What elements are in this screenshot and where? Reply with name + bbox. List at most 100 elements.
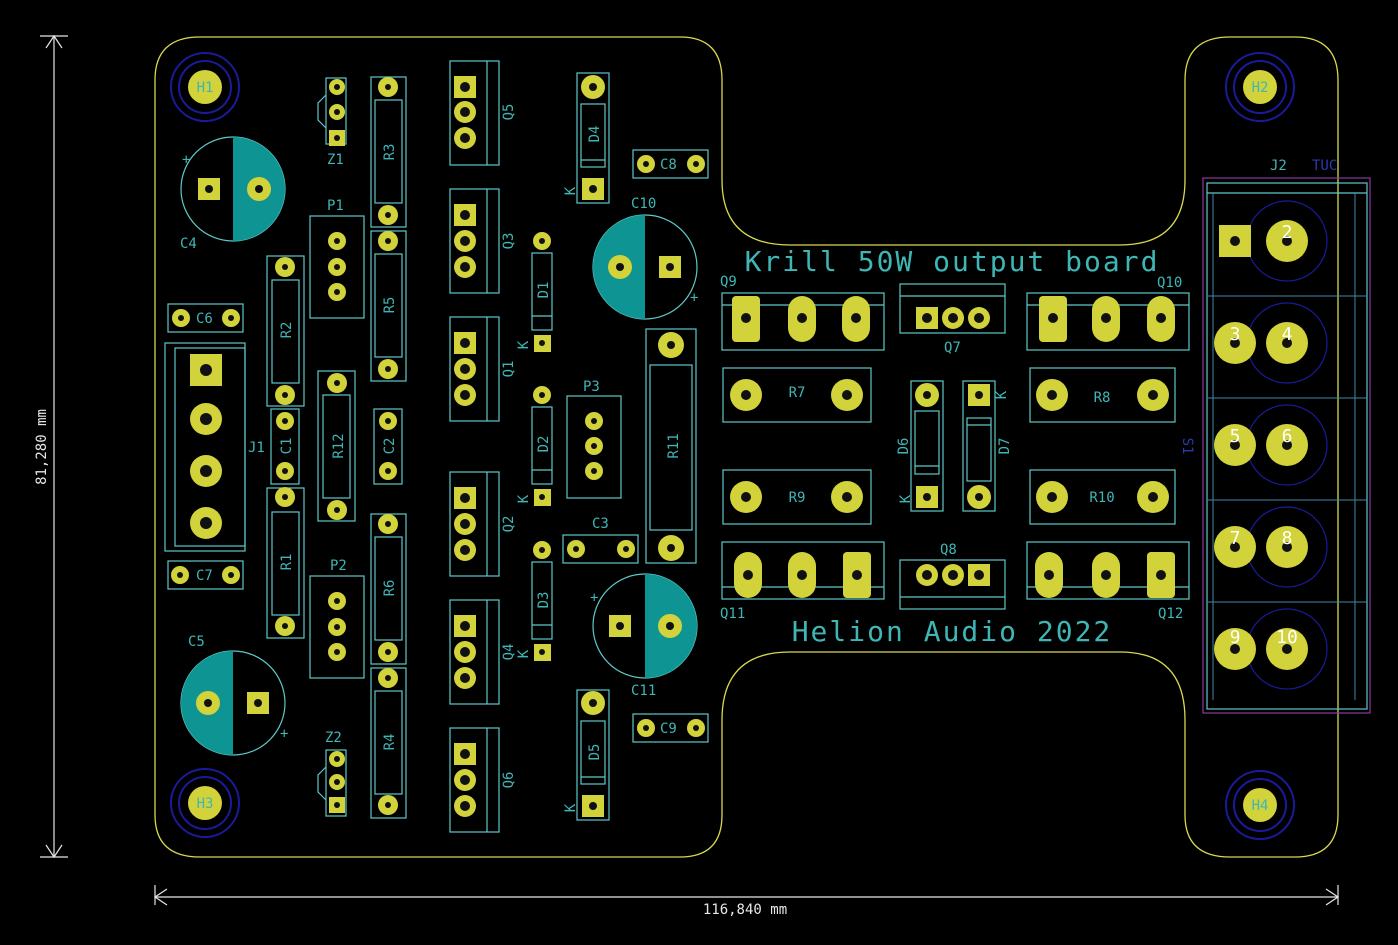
cap-c5[interactable]: + C5	[180, 634, 288, 756]
r10-label: R10	[1089, 490, 1114, 506]
c11-label: C11	[631, 683, 656, 699]
cap-c3[interactable]: C3	[562, 516, 639, 564]
board-title-bottom: Helion Audio 2022	[792, 615, 1113, 648]
q5-label: Q5	[501, 104, 517, 121]
c1-label: C1	[279, 438, 295, 455]
z2-label: Z2	[325, 730, 342, 746]
resistor-r2[interactable]: R2	[266, 255, 305, 407]
d7-cathode-mark: K	[994, 390, 1010, 399]
cap-c7[interactable]: C7	[167, 560, 244, 590]
transistor-q2[interactable]: Q2	[449, 471, 517, 577]
pot-p2[interactable]: P2	[309, 558, 365, 679]
q12-label: Q12	[1158, 606, 1183, 622]
cap-c8[interactable]: C8	[632, 149, 709, 179]
resistor-r7[interactable]: R7	[722, 367, 872, 423]
c5-label: C5	[188, 634, 205, 650]
j2-label: J2	[1270, 158, 1287, 174]
r7-label: R7	[789, 385, 806, 401]
pot-p1[interactable]: P1	[309, 198, 365, 319]
q7-label: Q7	[944, 340, 961, 356]
r11-label: R11	[666, 433, 682, 458]
h3-label: H3	[197, 796, 214, 812]
transistor-q11[interactable]: Q11	[720, 541, 885, 622]
diode-d3[interactable]: D3 K	[516, 541, 553, 661]
transistor-q3[interactable]: Q3	[449, 188, 517, 294]
p2-label: P2	[330, 558, 347, 574]
resistor-r5[interactable]: R5	[370, 230, 407, 382]
transistor-q9[interactable]: Q9	[720, 274, 885, 351]
d3-label: D3	[536, 592, 552, 609]
cap-c1[interactable]: C1	[270, 408, 300, 485]
cap-c11[interactable]: + C11	[590, 573, 698, 699]
cap-c10[interactable]: + C10	[592, 196, 698, 320]
transistor-q8[interactable]: Q8	[899, 542, 1006, 610]
cap-c9[interactable]: C9	[632, 713, 709, 743]
transistor-q12[interactable]: Q12	[1026, 541, 1190, 622]
q8-label: Q8	[940, 542, 957, 558]
diode-d5[interactable]: D5 K	[563, 689, 610, 821]
zener-z1[interactable]: Z1	[317, 77, 347, 168]
mount-hole-h4[interactable]: H4	[1225, 770, 1295, 840]
dimension-horizontal: 116,840 mm	[153, 885, 1340, 918]
dimension-width-label: 116,840 mm	[703, 902, 787, 918]
resistor-r1[interactable]: R1	[266, 487, 305, 639]
d2-cathode-mark: K	[516, 494, 532, 503]
j2-pin-2: 2	[1282, 222, 1293, 243]
mount-hole-h2[interactable]: H2	[1225, 52, 1295, 122]
j2-pin-3: 3	[1230, 324, 1241, 345]
resistor-r6[interactable]: R6	[370, 513, 407, 665]
dimension-vertical: 81,280 mm	[34, 34, 68, 859]
q11-label: Q11	[720, 606, 745, 622]
transistor-q4[interactable]: Q4	[449, 599, 517, 705]
d4-cathode-mark: K	[563, 186, 579, 195]
resistor-r3[interactable]: R3	[370, 76, 407, 228]
transistor-q6[interactable]: Q6	[449, 727, 517, 833]
svg-text:+: +	[182, 152, 190, 168]
diode-d7[interactable]: D7 K	[962, 380, 1013, 512]
cap-c4[interactable]: + C4	[180, 136, 286, 252]
r12-label: R12	[331, 433, 347, 458]
r8-label: R8	[1094, 390, 1111, 406]
resistor-r4[interactable]: R4	[370, 667, 407, 819]
svg-text:+: +	[690, 290, 698, 306]
r3-label: R3	[382, 144, 398, 161]
r9-label: R9	[789, 490, 806, 506]
cap-c2[interactable]: C2	[373, 408, 403, 485]
transistor-q1[interactable]: Q1	[449, 316, 517, 422]
r5-label: R5	[382, 297, 398, 314]
resistor-r9[interactable]: R9	[722, 469, 872, 525]
c7-label: C7	[196, 568, 213, 584]
zener-z2[interactable]: Z2	[317, 730, 347, 817]
resistor-r10[interactable]: R10	[1029, 469, 1176, 525]
j1-label: J1	[248, 440, 265, 456]
connector-j1[interactable]: J1	[164, 342, 265, 552]
c2-label: C2	[382, 438, 398, 455]
resistor-r11[interactable]: R11	[645, 328, 697, 564]
q9-label: Q9	[720, 274, 737, 290]
d6-label: D6	[896, 438, 912, 455]
mount-hole-h3[interactable]: H3	[170, 768, 240, 838]
d6-cathode-mark: K	[898, 494, 914, 503]
pot-p3[interactable]: P3	[566, 379, 622, 499]
d5-cathode-mark: K	[563, 803, 579, 812]
diode-d1[interactable]: D1 K	[516, 232, 553, 352]
z1-label: Z1	[327, 152, 344, 168]
mount-hole-h1[interactable]: H1	[170, 52, 240, 122]
p3-label: P3	[583, 379, 600, 395]
transistor-q5[interactable]: Q5	[449, 60, 517, 166]
d5-label: D5	[587, 744, 603, 761]
diode-d4[interactable]: D4 K	[563, 72, 610, 204]
transistor-q10[interactable]: Q10	[1026, 275, 1190, 351]
cap-c6[interactable]: C6	[167, 303, 244, 333]
connector-j2[interactable]: 2 3 4 5 6 7 8 9 10 J2 TUC S1	[1179, 158, 1371, 714]
r4-label: R4	[382, 734, 398, 751]
resistor-r8[interactable]: R8	[1029, 367, 1176, 423]
diode-d6[interactable]: D6 K	[896, 380, 944, 512]
diode-d2[interactable]: D2 K	[516, 386, 553, 506]
j2-pin-5: 5	[1230, 426, 1241, 447]
resistor-r12[interactable]: R12	[317, 370, 356, 522]
s1-label: S1	[1179, 438, 1195, 455]
transistor-q7[interactable]: Q7	[899, 283, 1006, 356]
